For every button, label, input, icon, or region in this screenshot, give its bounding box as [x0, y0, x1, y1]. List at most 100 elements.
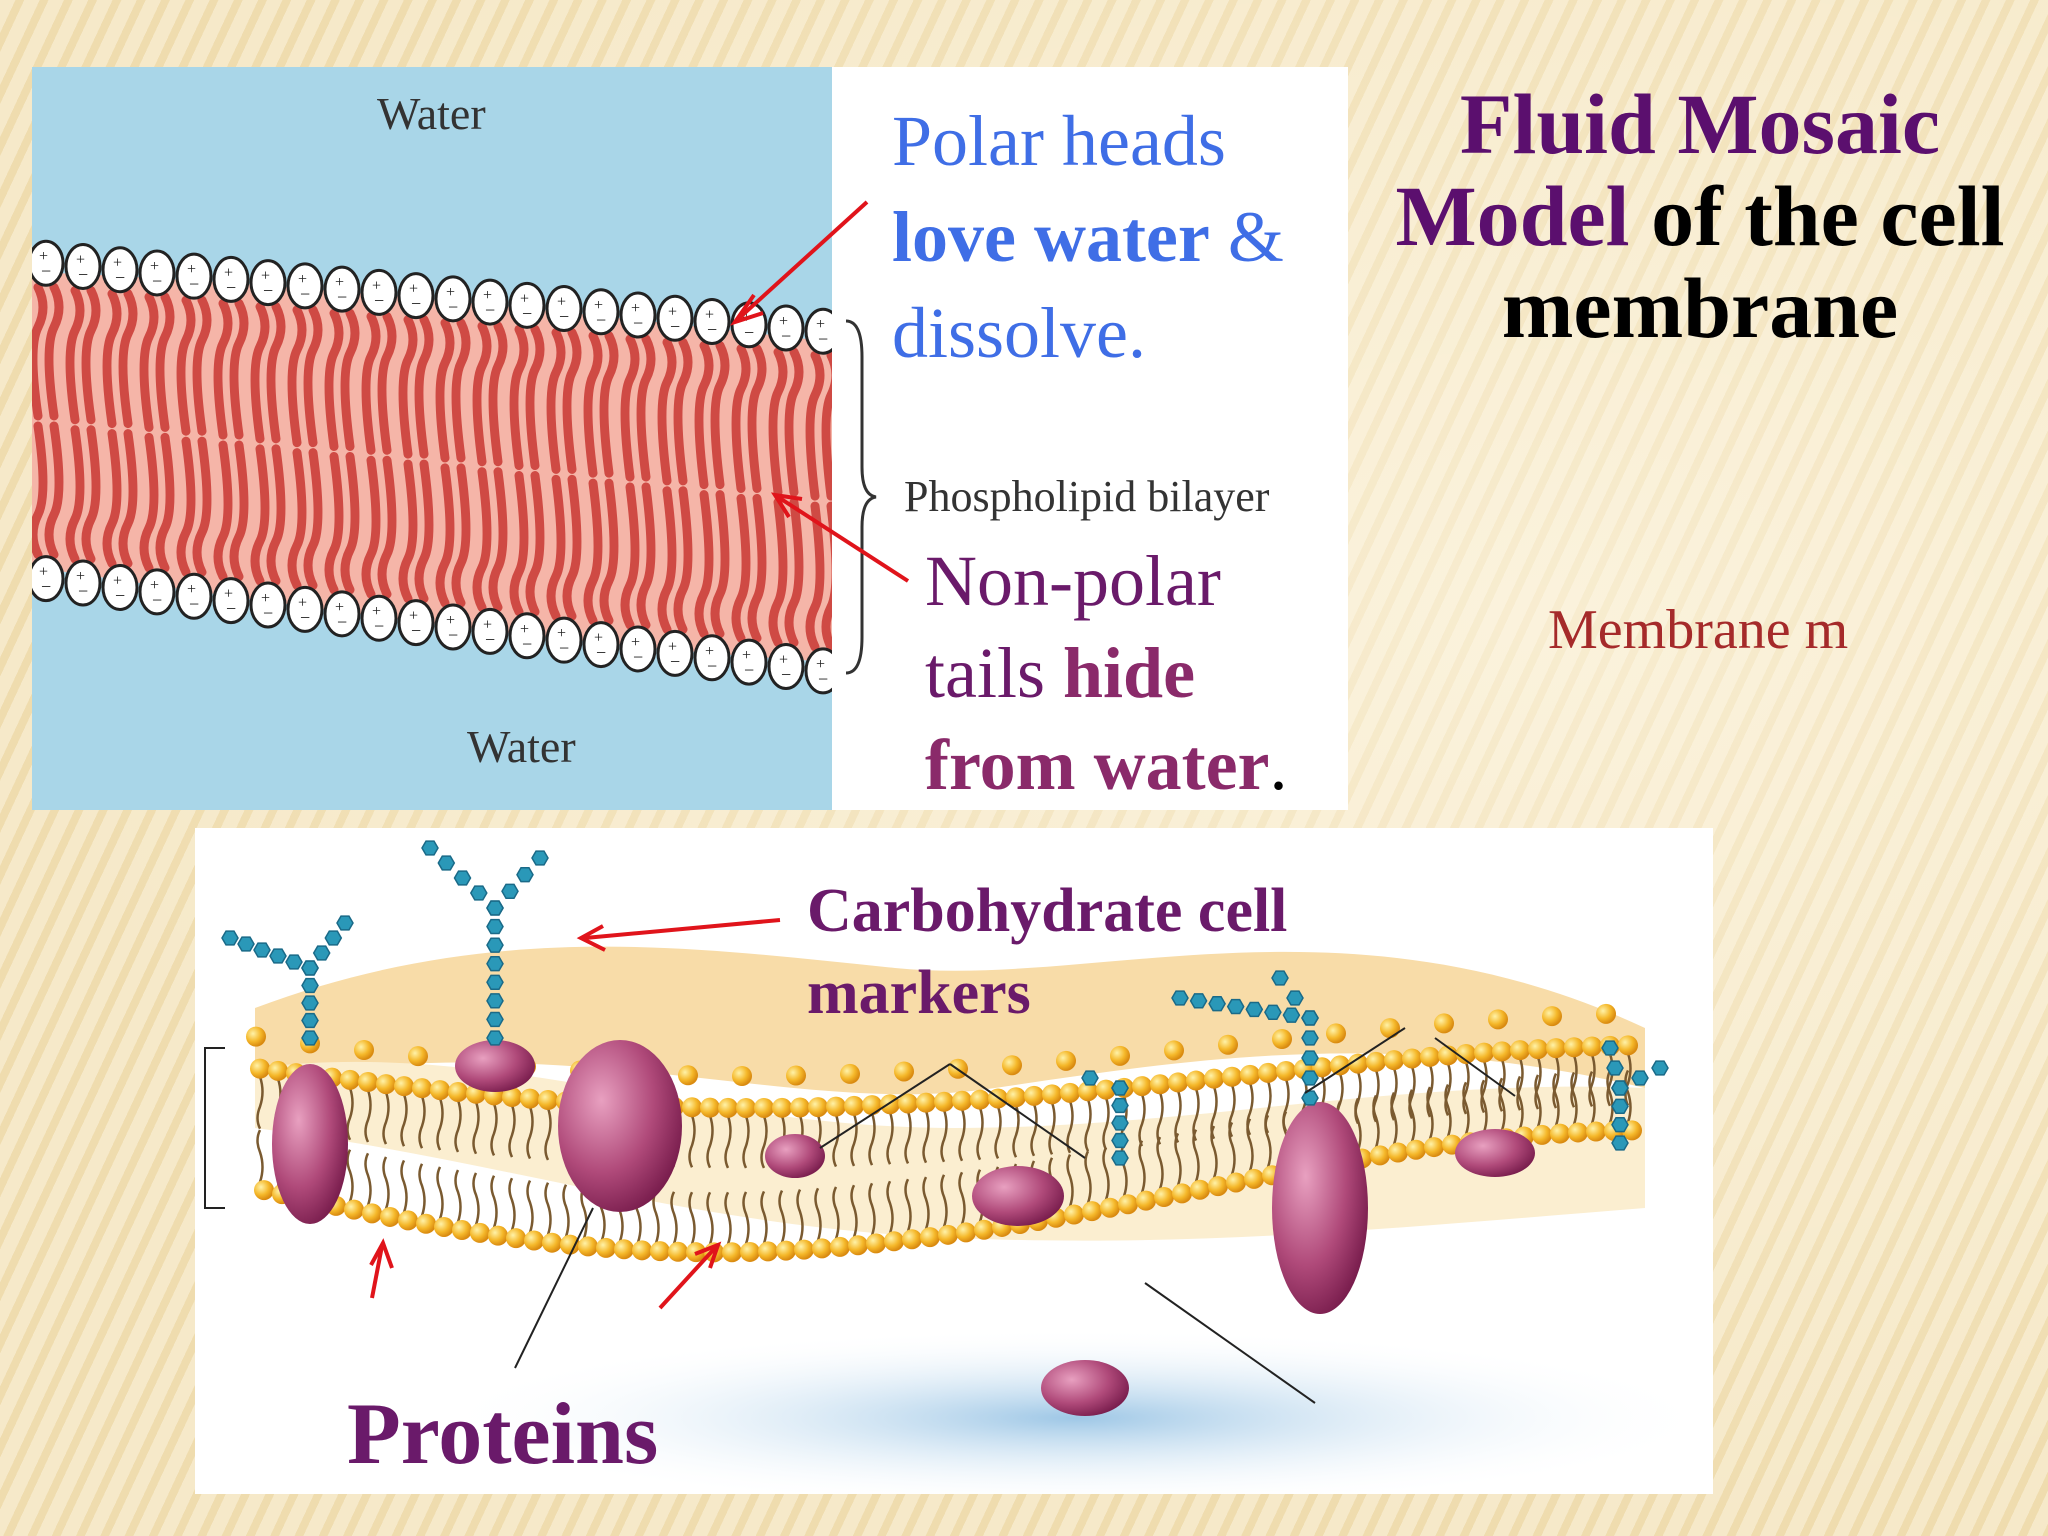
svg-text:+: +: [557, 294, 566, 311]
slide-title: Fluid Mosaic Model of the cell membrane: [1360, 78, 2040, 354]
membrane-pointer-lines: [204, 1027, 1516, 1404]
phospholipid-head: +−: [212, 255, 250, 303]
svg-text:−: −: [522, 303, 532, 323]
svg-text:−: −: [152, 590, 162, 610]
svg-text:−: −: [448, 625, 458, 645]
svg-text:+: +: [705, 643, 714, 660]
svg-text:−: −: [596, 643, 606, 663]
phospholipid-head: +−: [508, 281, 546, 329]
svg-text:+: +: [372, 603, 381, 620]
svg-text:−: −: [41, 577, 51, 597]
svg-text:+: +: [520, 621, 529, 638]
phospholipid-head: +−: [804, 647, 832, 695]
svg-text:+: +: [409, 281, 418, 298]
nonpolar-line1: Non-polar: [925, 541, 1221, 621]
svg-text:+: +: [668, 303, 677, 320]
svg-text:−: −: [818, 329, 828, 349]
svg-text:−: −: [374, 290, 384, 310]
svg-text:−: −: [633, 313, 643, 333]
svg-text:−: −: [337, 612, 347, 632]
svg-text:−: −: [485, 300, 495, 320]
membrane-proteins: [272, 1040, 1535, 1416]
svg-text:+: +: [446, 612, 455, 629]
svg-text:−: −: [226, 599, 236, 619]
carbohydrate-chain: [1601, 1040, 1669, 1151]
svg-text:+: +: [594, 297, 603, 314]
nonpolar-line3-rest: .: [1269, 725, 1288, 805]
svg-text:−: −: [263, 603, 273, 623]
phospholipid-head: +−: [101, 563, 139, 611]
svg-text:+: +: [446, 284, 455, 301]
phospholipid-head: +−: [286, 585, 324, 633]
polar-line3: dissolve.: [892, 293, 1147, 373]
polar-heads-caption: Polar heads love water & dissolve.: [892, 93, 1284, 381]
phospholipid-head: +−: [32, 239, 65, 287]
svg-text:+: +: [150, 258, 159, 275]
svg-text:+: +: [816, 656, 825, 673]
bilayer-illustration: +−+−+−+−+−+−+−+−+−+−+−+−+−+−+−+−+−+−+−+−…: [32, 239, 832, 695]
phospholipid-head: +−: [360, 268, 398, 316]
phospholipid-head: +−: [619, 291, 657, 339]
svg-text:+: +: [668, 638, 677, 655]
phospholipid-head: +−: [175, 252, 213, 300]
svg-text:+: +: [76, 568, 85, 585]
svg-text:+: +: [113, 572, 122, 589]
svg-text:+: +: [742, 647, 751, 664]
svg-text:+: +: [39, 248, 48, 265]
svg-text:+: +: [816, 316, 825, 333]
phospholipid-head: +−: [545, 616, 583, 664]
phospholipid-head: +−: [323, 590, 361, 638]
phospholipid-head: +−: [619, 625, 657, 673]
svg-text:+: +: [261, 268, 270, 285]
phospholipid-head: +−: [138, 249, 176, 297]
phospholipid-head: +−: [545, 285, 583, 333]
polar-line2-rest: &: [1209, 197, 1284, 277]
protein-bottom: [1041, 1360, 1129, 1416]
svg-text:+: +: [409, 608, 418, 625]
phospholipid-head: +−: [693, 634, 731, 682]
title-line1: Fluid Mosaic: [1459, 76, 1941, 172]
svg-text:+: +: [705, 307, 714, 324]
svg-text:−: −: [337, 287, 347, 307]
phospholipid-head: +−: [64, 559, 102, 607]
phospholipid-head: +−: [101, 246, 139, 294]
svg-text:−: −: [41, 261, 51, 281]
svg-text:−: −: [744, 660, 754, 680]
fluid-mosaic-diagram-panel: Carbohydrate cell markers Proteins: [195, 828, 1713, 1494]
svg-text:−: −: [670, 316, 680, 336]
svg-text:+: +: [113, 255, 122, 272]
carb-label-line2: markers: [807, 959, 1031, 1027]
svg-text:+: +: [631, 634, 640, 651]
phospholipid-head: +−: [767, 643, 805, 691]
phospholipid-head: +−: [212, 577, 250, 625]
svg-text:+: +: [76, 251, 85, 268]
svg-text:+: +: [39, 564, 48, 581]
svg-text:−: −: [152, 271, 162, 291]
phospholipid-head: +−: [397, 599, 435, 647]
svg-text:−: −: [115, 268, 125, 288]
phospholipid-head: +−: [249, 259, 287, 307]
proteins-label: Proteins: [347, 1386, 659, 1483]
svg-text:+: +: [631, 300, 640, 317]
svg-text:−: −: [78, 581, 88, 601]
phospholipid-head: +−: [804, 307, 832, 355]
svg-text:−: −: [189, 594, 199, 614]
svg-text:−: −: [781, 326, 791, 346]
svg-text:−: −: [226, 277, 236, 297]
svg-text:−: −: [300, 284, 310, 304]
svg-text:+: +: [520, 290, 529, 307]
nonpolar-line3-bold: from water: [925, 725, 1270, 805]
bilayer-diagram-panel: +−+−+−+−+−+−+−+−+−+−+−+−+−+−+−+−+−+−+−+−…: [32, 67, 1348, 810]
nonpolar-tails-caption: Non-polar tails hide from water.: [925, 535, 1288, 811]
svg-text:+: +: [335, 274, 344, 291]
title-line2-model: Model: [1395, 168, 1630, 264]
svg-text:+: +: [224, 586, 233, 603]
carbohydrate-chain: [1171, 970, 1319, 1106]
svg-text:−: −: [300, 607, 310, 627]
phospholipid-head: +−: [656, 294, 694, 342]
svg-text:−: −: [559, 307, 569, 327]
svg-text:+: +: [187, 261, 196, 278]
phospholipid-head: +−: [397, 272, 435, 320]
carbohydrate-chain: [421, 840, 549, 1046]
carb-label-line1: Carbohydrate cell: [807, 877, 1288, 945]
